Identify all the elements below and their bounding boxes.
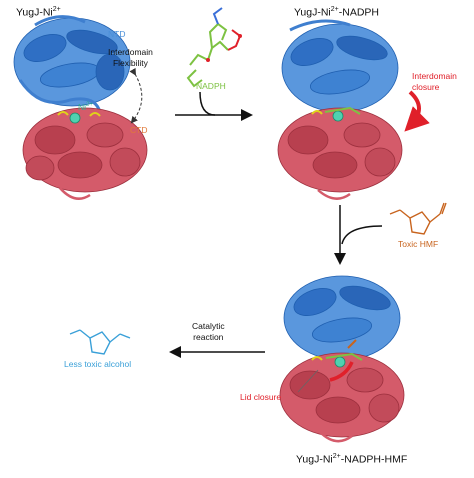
ntd-domain-3 <box>283 275 401 361</box>
nickel-ion <box>69 112 81 124</box>
closure-arrow <box>404 90 430 132</box>
protein-structure-nadph <box>277 19 403 200</box>
state-1-title: YugJ-Ni2+ <box>16 6 61 19</box>
nadph-binding-curve <box>199 91 216 116</box>
lid-pointer-line <box>297 369 319 393</box>
ctd-domain-3 <box>279 352 405 443</box>
nadph-label: NADPH <box>196 81 226 91</box>
hmf-label: Toxic HMF <box>398 239 439 249</box>
protein-structure-nadph-hmf <box>279 275 405 443</box>
flexibility-arrow <box>129 67 143 124</box>
ntd-label: NTD <box>108 29 126 39</box>
catalytic-label: Catalytic reaction <box>192 321 225 342</box>
hmf-binding-curve <box>341 225 383 245</box>
state-3-title: YugJ-Ni2+-NADPH-HMF <box>296 453 408 466</box>
nadph-molecule <box>186 7 242 88</box>
flexibility-label: Interdomain Flexibility <box>108 47 153 68</box>
ctd-domain <box>22 107 148 200</box>
ntd-domain <box>13 15 131 113</box>
state-2-title: YugJ-Ni2+-NADPH <box>294 6 380 19</box>
alcohol-molecule <box>69 329 131 355</box>
ctd-domain-2 <box>277 107 403 200</box>
ctd-label: CTD <box>130 125 148 135</box>
nickel-label: Ni2+ <box>78 101 93 112</box>
ntd-domain-2 <box>281 19 399 113</box>
hmf-molecule <box>389 202 447 235</box>
product-label: Less toxic alcohol <box>64 359 132 369</box>
closure-label: Interdomain closure <box>412 71 457 92</box>
protein-structure-apo <box>13 15 148 200</box>
lid-closure-label: Lid closure <box>240 392 282 402</box>
